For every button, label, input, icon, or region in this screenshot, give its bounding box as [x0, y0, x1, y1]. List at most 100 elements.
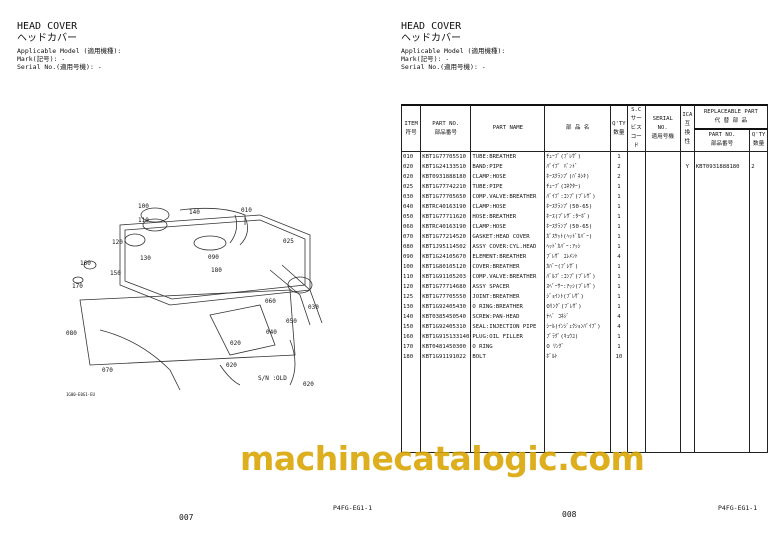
callout: 170: [72, 283, 83, 290]
table-cell: [679, 262, 695, 272]
table-cell-text: KBT1G77214520: [422, 234, 466, 240]
table-cell-text: O RING:BREATHER: [472, 304, 523, 310]
table-cell-text: [682, 292, 693, 302]
table-cell: [693, 362, 751, 453]
table-cell-text: [629, 162, 644, 172]
table-cell-text: ASSY SPACER: [472, 284, 510, 290]
table-cell-text: CLAMP:HOSE: [472, 174, 507, 180]
table-cell-text: [696, 282, 748, 292]
table-cell-text: 1: [617, 224, 621, 230]
table-cell: [693, 292, 751, 302]
callout: 130: [140, 255, 151, 262]
table-cell-text: 2: [751, 164, 755, 170]
table-cell-text: [647, 182, 679, 192]
table-cell: [749, 151, 768, 162]
table-cell: [749, 282, 768, 292]
table-cell-text: TUBE:BREATHER: [472, 154, 517, 160]
table-cell: [644, 272, 681, 282]
table-cell-text: ﾊﾞﾙﾌﾞ:ｺﾝﾌﾟ(ﾌﾞﾚｻﾞ): [546, 274, 596, 280]
table-cell: ｶﾊﾞｰ(ﾌﾞﾚｻﾞ): [544, 262, 611, 272]
left-code: P4FG-EG1-1: [333, 504, 373, 512]
table-cell-text: KBT0931888180: [422, 174, 466, 180]
table-cell: [693, 151, 751, 162]
table-cell-text: KBT1G92405430: [422, 304, 466, 310]
table-cell: 4: [609, 312, 628, 322]
table-cell: [693, 232, 751, 242]
table-cell-text: BOLT: [472, 354, 486, 360]
table-cell-text: [751, 182, 766, 192]
table-cell: [693, 192, 751, 202]
table-cell-text: [629, 222, 644, 232]
table-cell: [644, 242, 681, 252]
table-cell: [749, 202, 768, 212]
table-cell: 080: [400, 242, 422, 252]
table-cell: [644, 202, 681, 212]
table-cell-text: [629, 332, 644, 342]
table-cell: Y: [679, 162, 695, 172]
table-cell-text: [682, 192, 693, 202]
table-cell-text: 030: [403, 194, 414, 200]
table-cell: KBT1G80105120: [420, 262, 472, 272]
table-cell-text: ｶﾞｽｹｯﾄ(ﾍｯﾄﾞｶﾊﾞｰ): [546, 234, 593, 240]
table-cell-text: 020: [403, 174, 414, 180]
table-cell: [679, 302, 695, 312]
table-cell-text: [647, 262, 679, 272]
table-cell: [626, 282, 646, 292]
table-cell: O RING: [470, 342, 546, 352]
table-cell-text: 060: [403, 224, 414, 230]
table-cell-text: KBT1G77711620: [422, 214, 466, 220]
table-cell-text: [647, 202, 679, 212]
table-cell: ﾎｰｽｸﾗﾝﾌﾟ(50-65): [544, 202, 611, 212]
table-cell: [749, 212, 768, 222]
table-cell-text: ﾎﾞﾙﾄ: [546, 354, 558, 360]
table-cell: ｼｰﾙ(ｲﾝｼﾞｪｸｼｮﾝﾊﾟｲﾌﾟ): [544, 322, 611, 332]
callout: 020: [226, 362, 237, 369]
table-cell-text: ｼﾞｮｲﾝﾄ(ﾌﾞﾚｻﾞ): [546, 294, 584, 300]
callout: 080: [66, 330, 77, 337]
table-cell-text: [647, 282, 679, 292]
table-cell: 1: [609, 192, 628, 202]
table-cell-text: ｼｰﾙ(ｲﾝｼﾞｪｸｼｮﾝﾊﾟｲﾌﾟ): [546, 324, 601, 330]
table-cell: [679, 312, 695, 322]
table-cell: [749, 242, 768, 252]
table-cell-text: 170: [403, 344, 414, 350]
table-cell: [749, 192, 768, 202]
table-cell: [644, 222, 681, 232]
sn-note: S/N :OLD: [258, 375, 287, 382]
table-cell-text: ﾊﾞｲﾌﾞ:ｺﾝﾌﾟ(ﾌﾞﾚｻﾞ): [546, 194, 596, 200]
table-cell: [693, 302, 751, 312]
table-cell: ｶﾞｽｹｯﾄ(ﾍｯﾄﾞｶﾊﾞｰ): [544, 232, 611, 242]
table-cell-text: 1: [617, 284, 621, 290]
table-cell-text: O ﾘﾝｸﾞ: [546, 344, 565, 350]
callout: 040: [266, 329, 277, 336]
table-cell-text: [647, 232, 679, 242]
table-cell-text: [751, 192, 766, 202]
table-cell-text: 4: [617, 314, 621, 320]
table-cell-text: [696, 312, 748, 322]
table-cell-text: 2: [617, 164, 621, 170]
table-cell-text: 1: [617, 204, 621, 210]
table-cell: 040: [400, 202, 422, 212]
table-cell: [679, 192, 695, 202]
table-cell-text: JOINT:BREATHER: [472, 294, 520, 300]
table-cell: [679, 322, 695, 332]
table-cell-text: 090: [403, 254, 414, 260]
table-cell-text: [751, 342, 766, 352]
table-cell: ﾁｭｰﾌﾞ(ﾌﾞﾚｻﾞ): [544, 151, 611, 162]
table-cell-text: KBT1G77705510: [422, 154, 466, 160]
callout: 090: [208, 254, 219, 261]
callout: 050: [286, 318, 297, 325]
table-cell: KBT1G915133140: [420, 332, 472, 342]
table-cell: [679, 362, 695, 453]
table-cell-text: 1: [617, 194, 621, 200]
right-code: P4FG-EG1-1: [718, 504, 758, 512]
table-cell: 170: [400, 342, 422, 352]
table-cell-text: [629, 242, 644, 252]
callout: 140: [189, 209, 200, 216]
table-cell: CLAMP:HOSE: [470, 202, 546, 212]
